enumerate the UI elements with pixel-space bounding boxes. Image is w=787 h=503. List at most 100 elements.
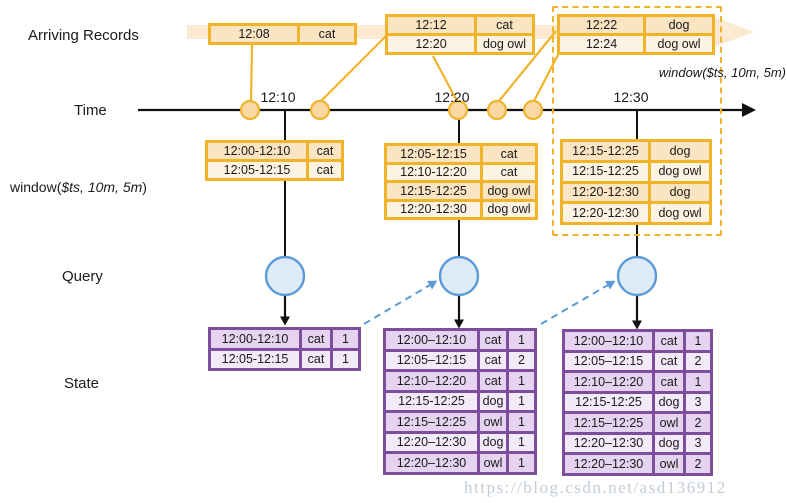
query-operator-3	[616, 255, 658, 297]
state-row: 12:20–12:30 dog 3	[565, 434, 710, 453]
window-row: 12:00-12:10 cat	[208, 143, 341, 159]
window-range-cell: 12:05-12:15	[387, 146, 480, 162]
state-count-cell: 2	[686, 352, 710, 371]
window-value-cell: cat	[309, 162, 341, 178]
state-carry-arrow-1	[363, 280, 438, 325]
window-spec-prefix: window(	[10, 179, 62, 195]
state-range-cell: 12:15-12:25	[386, 392, 477, 411]
state-range-cell: 12:05-12:15	[211, 350, 299, 368]
query-operator-2	[438, 255, 480, 297]
window-table-1210: 12:00-12:10 cat 12:05-12:15 cat	[205, 140, 344, 181]
event-marker-1222	[486, 99, 508, 121]
window-row: 12:05-12:15 cat	[208, 162, 341, 178]
window-range-cell: 12:20-12:30	[387, 201, 480, 217]
record-connector-1220	[432, 55, 458, 102]
state-table-1210: 12:00-12:10 cat 1 12:05-12:15 cat 1	[208, 327, 361, 371]
window-value-cell: cat	[483, 146, 535, 162]
state-key-cell: cat	[655, 373, 683, 391]
window-range-cell: 12:05-12:15	[208, 162, 306, 178]
current-window-highlight-box	[552, 6, 722, 236]
state-key-cell: owl	[655, 414, 683, 432]
watermark-url: https://blog.csdn.net/asd136912	[464, 478, 727, 497]
state-range-cell: 12:15–12:25	[565, 414, 652, 432]
record-row: 12:22 dog	[560, 17, 712, 33]
record-row: 12:08 cat	[211, 26, 354, 42]
event-marker-1220	[447, 99, 469, 121]
state-row: 12:15–12:25 owl 1	[386, 413, 534, 431]
record-time-cell: 12:12	[388, 17, 474, 33]
window-value-cell: dog owl	[651, 162, 709, 181]
label-arriving-records: Arriving Records	[28, 27, 139, 44]
record-row: 12:20 dog owl	[388, 36, 532, 52]
window-value-cell: dog	[651, 142, 709, 160]
state-row: 12:05–12:15 cat 2	[386, 351, 534, 370]
window-range-cell: 12:10-12:20	[387, 164, 480, 180]
window-row: 12:15-12:25 dog owl	[563, 162, 709, 181]
record-value-cell: dog owl	[477, 36, 532, 52]
state-count-cell: 2	[509, 351, 534, 370]
event-marker-1212	[309, 99, 331, 121]
state-row: 12:05-12:15 cat 1	[211, 350, 358, 368]
window-table-1220: 12:05-12:15 cat 12:10-12:20 cat 12:15-12…	[384, 143, 538, 220]
state-row: 12:00–12:10 cat 1	[565, 332, 710, 350]
state-row: 12:20–12:30 owl 1	[386, 454, 534, 473]
state-key-cell: cat	[302, 350, 330, 368]
window-row: 12:20-12:30 dog owl	[387, 201, 535, 217]
window-range-cell: 12:00-12:10	[208, 143, 306, 159]
state-table-1230: 12:00–12:10 cat 1 12:05–12:15 cat 2 12:1…	[562, 329, 713, 476]
state-key-cell: cat	[480, 372, 506, 390]
state-count-cell: 1	[509, 372, 534, 390]
state-row: 12:05–12:15 cat 2	[565, 352, 710, 371]
state-row: 12:10–12:20 cat 1	[565, 373, 710, 391]
state-key-cell: cat	[302, 330, 330, 348]
window-row: 12:15-12:25 dog owl	[387, 183, 535, 199]
window-table-1230: 12:15-12:25 dog 12:15-12:25 dog owl 12:2…	[560, 139, 712, 225]
record-time-cell: 12:22	[560, 17, 643, 33]
record-time-cell: 12:20	[388, 36, 474, 52]
window-row: 12:20-12:30 dog	[563, 183, 709, 202]
state-key-cell: cat	[655, 352, 683, 371]
window-row: 12:10-12:20 cat	[387, 164, 535, 180]
record-value-cell: dog owl	[646, 36, 712, 52]
state-range-cell: 12:20–12:30	[565, 455, 652, 474]
state-row: 12:15-12:25 dog 1	[386, 392, 534, 411]
record-connector-1224	[533, 48, 562, 102]
record-row: 12:12 cat	[388, 17, 532, 33]
window-spec-suffix: )	[142, 179, 147, 195]
state-range-cell: 12:00-12:10	[211, 330, 299, 348]
tick-label-1220: 12:20	[434, 89, 470, 105]
state-carry-arrow-2	[540, 280, 616, 325]
label-window-spec: window($ts, 10m, 5m)	[10, 179, 147, 195]
state-count-cell: 1	[509, 392, 534, 411]
state-row: 12:00–12:10 cat 1	[386, 331, 534, 349]
state-range-cell: 12:05–12:15	[386, 351, 477, 370]
state-key-cell: dog	[480, 392, 506, 411]
window-value-cell: dog	[651, 183, 709, 202]
window-value-cell: dog owl	[651, 204, 709, 222]
label-state: State	[64, 375, 100, 392]
window-value-cell: dog owl	[483, 201, 535, 217]
label-time: Time	[74, 102, 107, 119]
state-range-cell: 12:00–12:10	[386, 331, 477, 349]
state-row: 12:15-12:25 dog 3	[565, 393, 710, 412]
window-range-cell: 12:20-12:30	[563, 183, 648, 202]
record-time-cell: 12:08	[211, 26, 297, 42]
window-range-cell: 12:15-12:25	[563, 142, 648, 160]
state-count-cell: 2	[686, 414, 710, 432]
record-value-cell: dog	[646, 17, 712, 33]
tick-label-1230: 12:30	[613, 89, 649, 105]
state-table-1220: 12:00–12:10 cat 1 12:05–12:15 cat 2 12:1…	[383, 328, 537, 475]
window-value-cell: cat	[483, 164, 535, 180]
state-count-cell: 1	[509, 413, 534, 431]
record-group-1: 12:08 cat	[208, 23, 357, 45]
state-count-cell: 1	[509, 331, 534, 349]
state-range-cell: 12:10–12:20	[386, 372, 477, 390]
state-range-cell: 12:15–12:25	[386, 413, 477, 431]
state-row: 12:20–12:30 dog 1	[386, 433, 534, 452]
state-row: 12:10–12:20 cat 1	[386, 372, 534, 390]
time-axis-arrowhead	[742, 103, 756, 117]
state-count-cell: 1	[509, 433, 534, 452]
state-key-cell: cat	[480, 331, 506, 349]
state-range-cell: 12:20–12:30	[386, 433, 477, 452]
state-count-cell: 1	[333, 350, 358, 368]
